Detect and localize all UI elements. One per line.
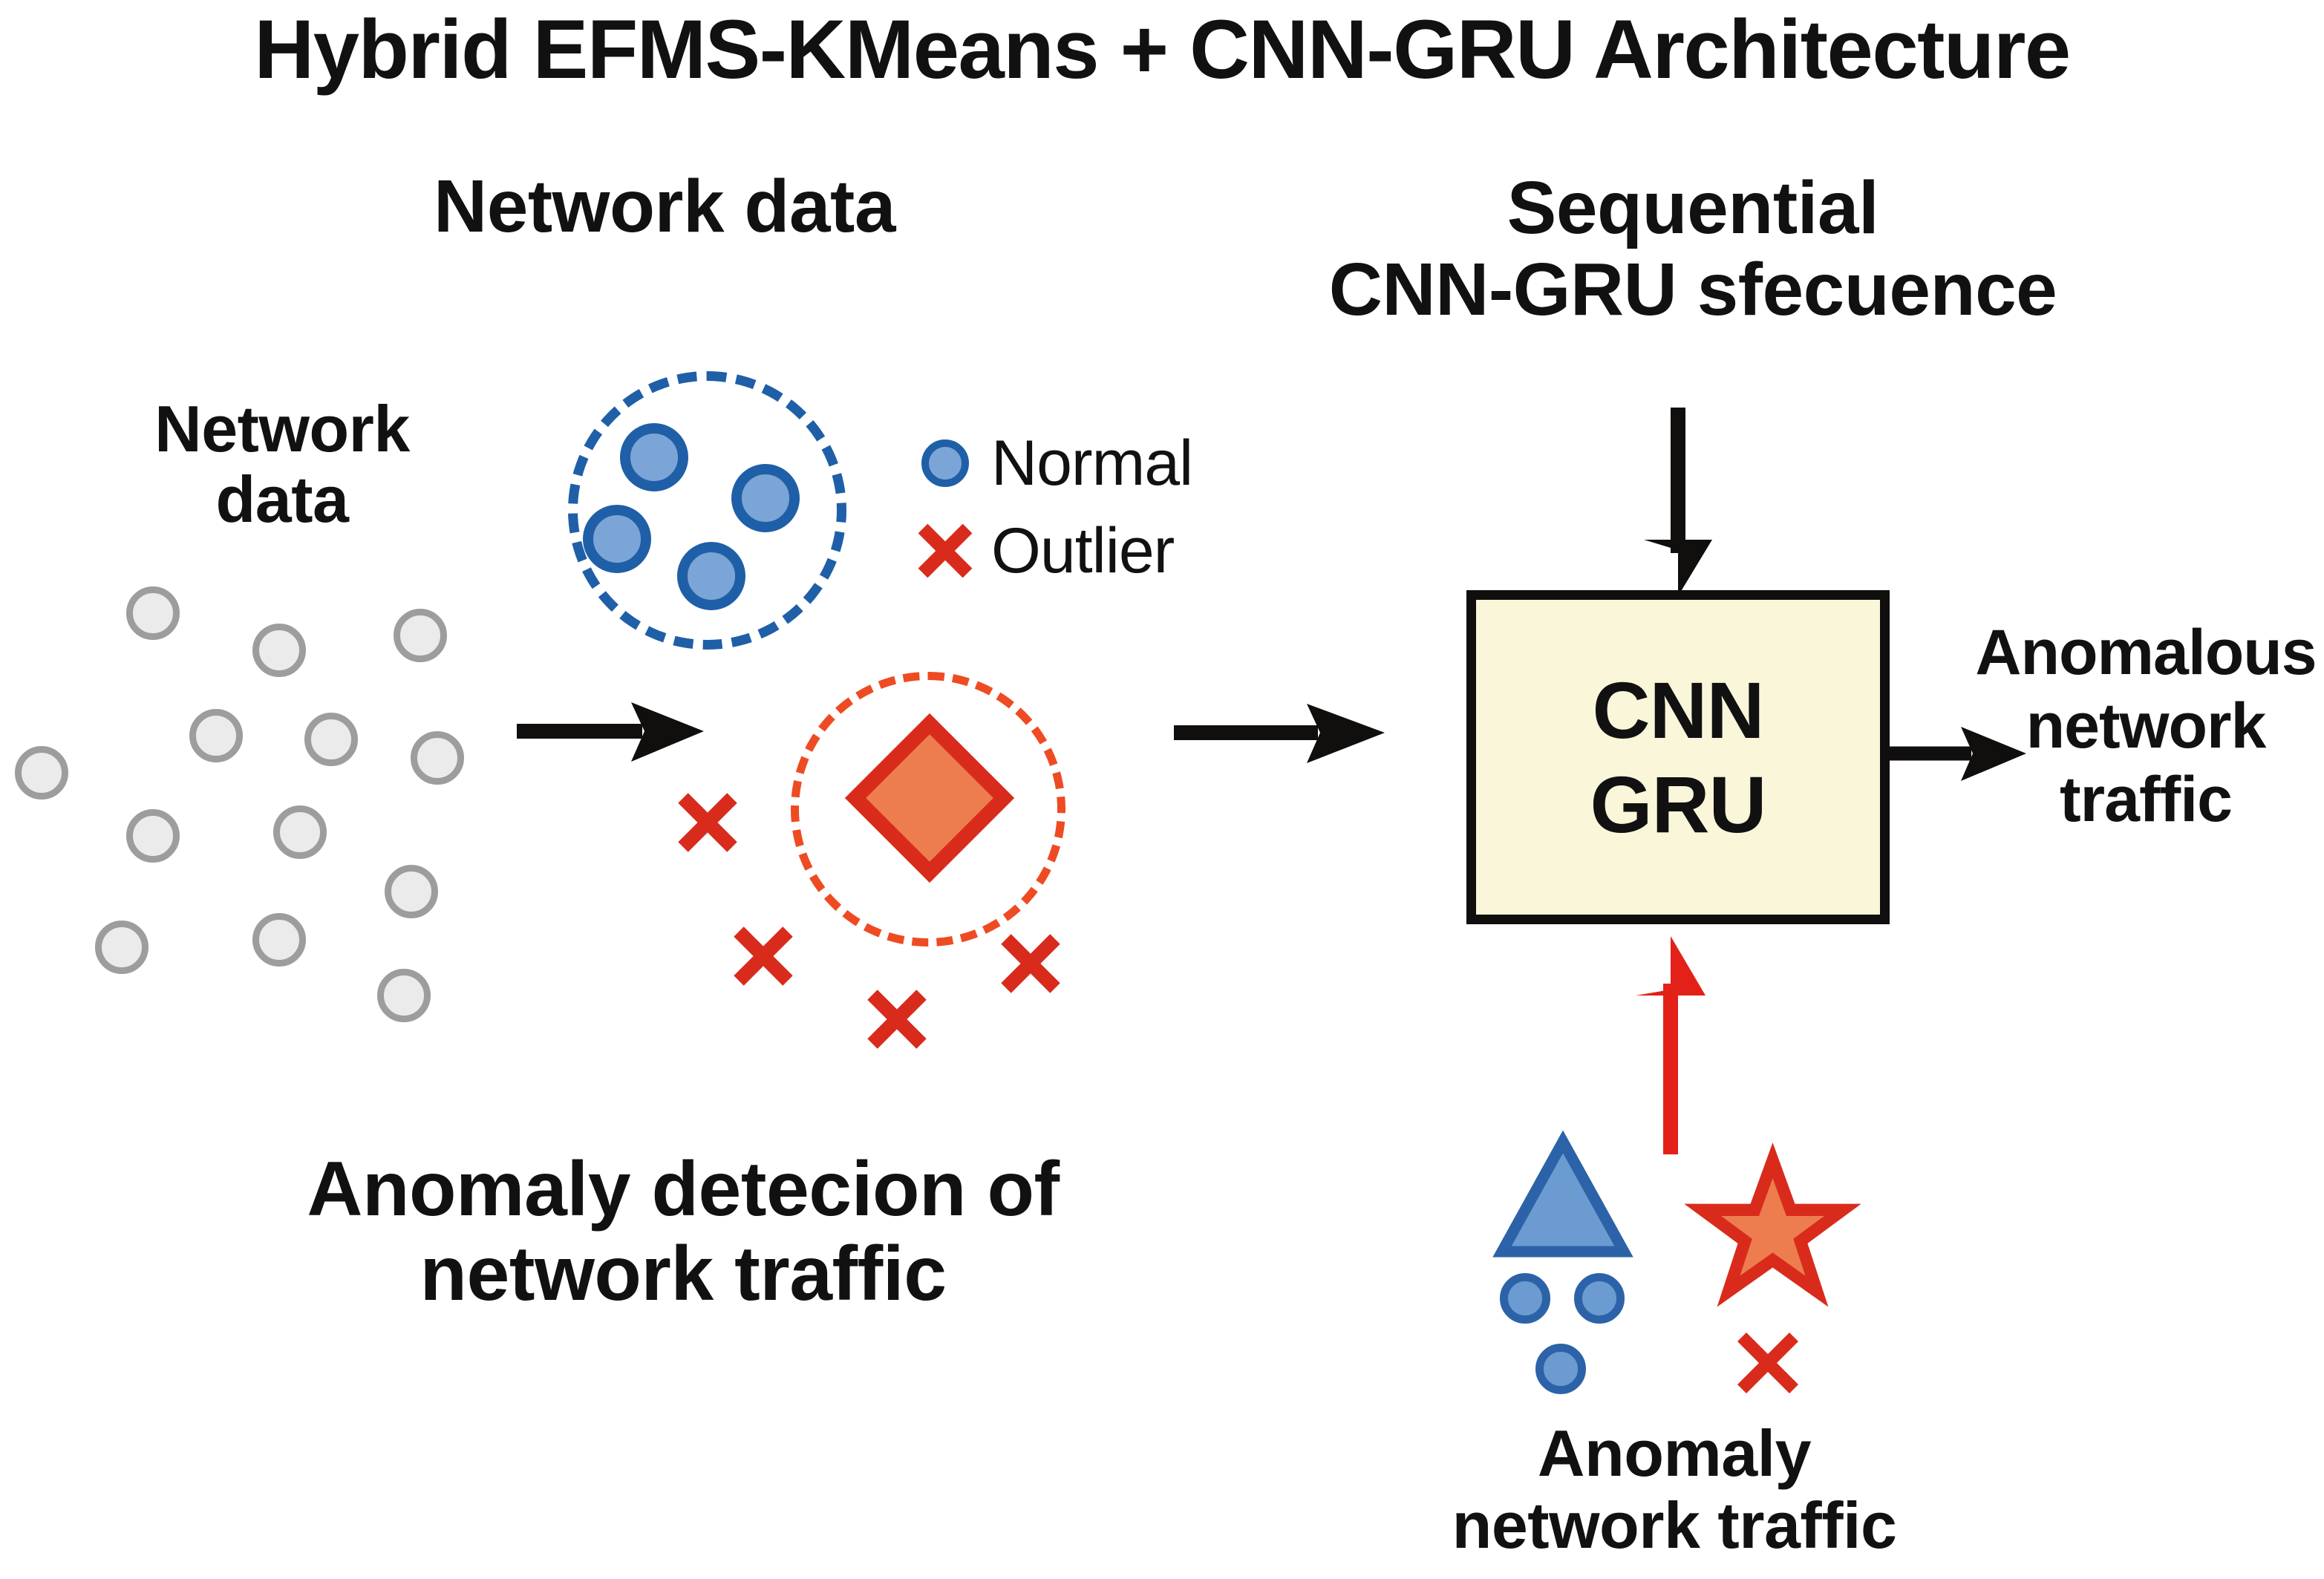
anomalous-traffic-output-label: Anomalous network traffic xyxy=(1975,617,2317,835)
sequential-cnn-gru-heading: Sequential CNN-GRU sfecuence xyxy=(1328,166,2057,331)
data-point xyxy=(411,731,464,785)
network-data-input-label: Network data xyxy=(154,392,410,537)
network-data-heading: Network data xyxy=(434,165,895,248)
outlier-mark xyxy=(734,926,793,986)
data-point xyxy=(377,969,431,1022)
data-point xyxy=(273,805,327,859)
outlier-centroid-diamond xyxy=(844,713,1015,883)
legend-item-normal: Normal xyxy=(910,419,1325,507)
normal-point xyxy=(677,542,745,610)
arrow-sequence-to-model xyxy=(1644,408,1712,596)
anomaly-sample-star xyxy=(1684,1142,1861,1307)
outlier-mark xyxy=(678,793,737,852)
anomaly-sample-triangle xyxy=(1492,1130,1633,1258)
anomaly-sample-circle xyxy=(1535,1344,1586,1394)
data-point xyxy=(126,586,180,640)
arrow-raw-to-clusters xyxy=(517,702,704,762)
arrow-clusters-to-model xyxy=(1174,704,1385,763)
outlier-mark xyxy=(1001,934,1060,993)
cnn-gru-model-box[interactable]: CNN GRU xyxy=(1466,590,1890,924)
anomaly-network-traffic-caption: Anomaly network traffic xyxy=(1452,1416,1897,1562)
data-point xyxy=(95,921,148,974)
outlier-marker-icon xyxy=(910,520,981,582)
data-point xyxy=(15,746,68,800)
normal-point xyxy=(620,423,688,491)
data-point xyxy=(385,865,438,918)
legend-item-outlier: Outlier xyxy=(910,507,1325,595)
legend: Normal Outlier xyxy=(910,419,1325,595)
model-label-cnn: CNN xyxy=(1592,664,1765,755)
outlier-cluster-boundary xyxy=(791,672,1065,947)
normal-point xyxy=(731,464,800,532)
anomaly-detection-caption: Anomaly detecion of network traffic xyxy=(307,1146,1060,1318)
anomaly-sample-circle xyxy=(1574,1273,1625,1324)
data-point xyxy=(189,709,243,762)
data-point xyxy=(394,609,447,662)
anomaly-sample-circle xyxy=(1500,1273,1550,1324)
normal-marker-icon xyxy=(910,439,981,487)
outlier-mark xyxy=(867,990,927,1049)
legend-label-outlier: Outlier xyxy=(991,514,1175,586)
raw-network-data-scatter xyxy=(0,564,475,1024)
arrow-anomaly-to-model xyxy=(1636,936,1706,1154)
anomaly-sample-x xyxy=(1737,1332,1799,1394)
figure-title: Hybrid EFMS-KMeans + CNN-GRU Architectur… xyxy=(254,3,2071,96)
data-point xyxy=(252,913,306,967)
data-point xyxy=(304,713,358,766)
model-label-gru: GRU xyxy=(1590,759,1767,849)
legend-label-normal: Normal xyxy=(991,427,1193,499)
data-point xyxy=(126,809,180,863)
data-point xyxy=(252,624,306,677)
arrow-model-to-output xyxy=(1890,727,2026,781)
normal-point xyxy=(583,505,651,573)
